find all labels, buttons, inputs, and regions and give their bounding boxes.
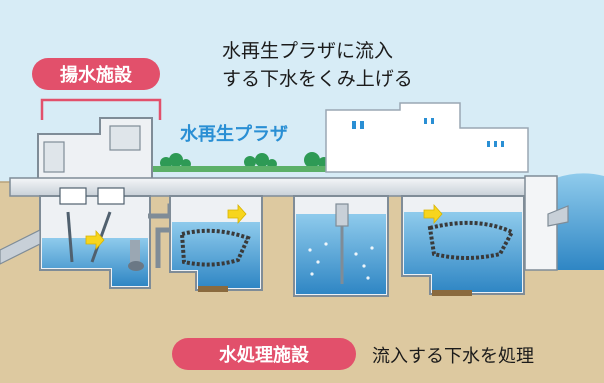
pump-caption-line1: 水再生プラザに流入 (222, 40, 394, 62)
plaza-windows (352, 118, 504, 147)
treatment-structure (9, 177, 549, 197)
ocean (556, 173, 604, 270)
flow-arrows (85, 203, 443, 251)
pump-facility-label: 揚水施設 (32, 58, 160, 90)
plaza-name-label: 水再生プラザ (180, 124, 288, 145)
treatment-facility-label: 水処理施設 (172, 338, 356, 370)
treatment-caption: 流入する下水を処理 (372, 346, 534, 367)
aeration-bubbles (308, 242, 374, 280)
pump-caption-line2: する下水をくみ上げる (222, 68, 413, 90)
trees (160, 152, 330, 169)
pump-bracket (40, 98, 162, 120)
inflow-pipe (0, 229, 41, 265)
plaza-building (325, 102, 529, 173)
